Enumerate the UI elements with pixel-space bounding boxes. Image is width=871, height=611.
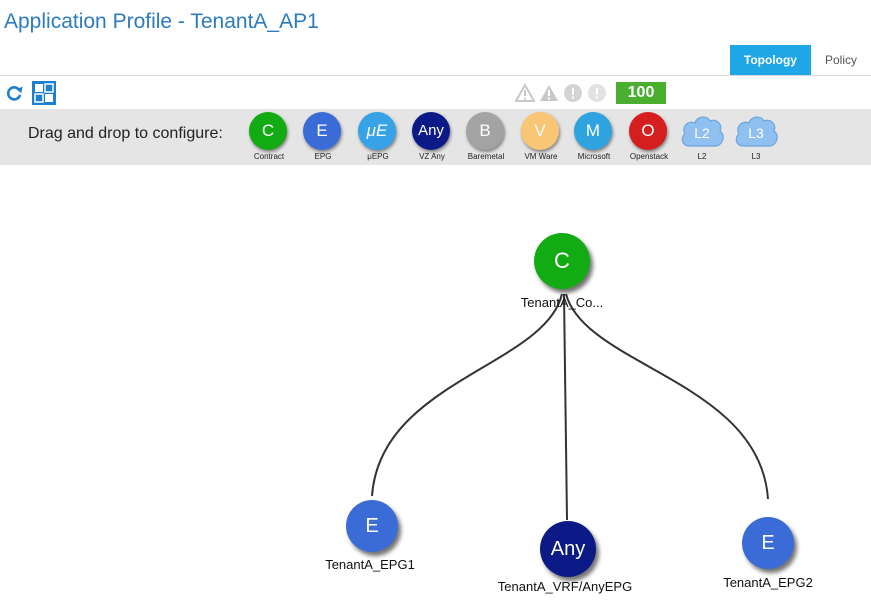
l3-cloud-icon: L3 [735, 116, 778, 147]
palette-label: Drag and drop to configure: [28, 125, 223, 142]
palette-item-baremetal[interactable]: B Baremetal [458, 112, 514, 166]
node-epg2[interactable]: E [742, 517, 794, 569]
palette-item-microsoft[interactable]: M Microsoft [566, 112, 622, 166]
palette-caption: L2 [697, 152, 707, 161]
palette-caption: Openstack [629, 152, 669, 161]
node-contract[interactable]: C [534, 233, 590, 289]
link-contract-vzany [563, 293, 568, 521]
baremetal-icon: B [466, 112, 504, 150]
palette-item-l2[interactable]: L2 L2 [674, 112, 730, 166]
refresh-icon[interactable] [4, 83, 24, 103]
palette-caption: μEPG [367, 152, 389, 161]
palette-caption: Contract [253, 152, 285, 161]
l3-glyph: L3 [748, 125, 764, 141]
palette-item-uepg[interactable]: μE μEPG [350, 112, 406, 166]
layout-grid-icon[interactable] [32, 81, 56, 105]
view-tabs: Topology Policy [729, 45, 871, 75]
contract-icon: C [249, 112, 287, 150]
micro-epg-icon: μE [358, 112, 396, 150]
epg-icon: E [303, 112, 341, 150]
vz-any-icon: Any [412, 112, 450, 150]
palette-item-openstack[interactable]: O Openstack [621, 112, 677, 166]
vmware-icon: V [521, 112, 559, 150]
microsoft-icon: M [574, 112, 612, 150]
minor-fault-icon [564, 84, 582, 102]
node-epg1[interactable]: E [346, 500, 398, 552]
warning-icon [540, 85, 558, 101]
node-vzany-label: TenantA_VRF/AnyEPG [497, 579, 633, 594]
palette-caption: Baremetal [467, 152, 505, 161]
openstack-icon: O [629, 112, 667, 150]
palette-caption: VM Ware [524, 152, 558, 161]
palette-item-l3[interactable]: L3 L3 [728, 112, 784, 166]
node-contract-label: TenantA_Co... [520, 295, 604, 310]
link-contract-epg2 [565, 293, 769, 500]
fault-summary [515, 83, 607, 103]
palette-item-epg[interactable]: E EPG [295, 112, 351, 166]
palette-caption: EPG [314, 152, 332, 161]
node-epg2-label: TenantA_EPG2 [723, 575, 813, 590]
topology-links [371, 293, 769, 521]
l2-cloud-icon: L2 [681, 116, 724, 147]
l2-glyph: L2 [694, 125, 710, 141]
topology-canvas[interactable]: C TenantA_Co... E TenantA_EPG1 Any Tenan… [0, 166, 871, 611]
palette-caption: Microsoft [577, 152, 611, 161]
palette-item-contract[interactable]: C Contract [241, 112, 297, 166]
node-vzany[interactable]: Any [540, 521, 596, 577]
major-fault-icon [588, 84, 606, 102]
palette-item-vzany[interactable]: Any VZ Any [404, 112, 460, 166]
palette-item-vmware[interactable]: V VM Ware [513, 112, 569, 166]
header-divider [0, 75, 871, 76]
palette-caption: VZ Any [419, 152, 445, 161]
palette-caption: L3 [751, 152, 761, 161]
node-epg1-label: TenantA_EPG1 [325, 557, 415, 572]
page-title: Application Profile - TenantA_AP1 [4, 10, 319, 33]
link-contract-epg1 [371, 293, 563, 497]
tab-topology[interactable]: Topology [729, 45, 811, 75]
health-score-badge: 100 [616, 82, 666, 104]
warning-outline-icon [515, 83, 535, 102]
drag-drop-palette: Drag and drop to configure: C Contract E… [0, 109, 871, 165]
topology-toolbar: 100 [0, 80, 871, 108]
tab-policy[interactable]: Policy [810, 45, 871, 75]
